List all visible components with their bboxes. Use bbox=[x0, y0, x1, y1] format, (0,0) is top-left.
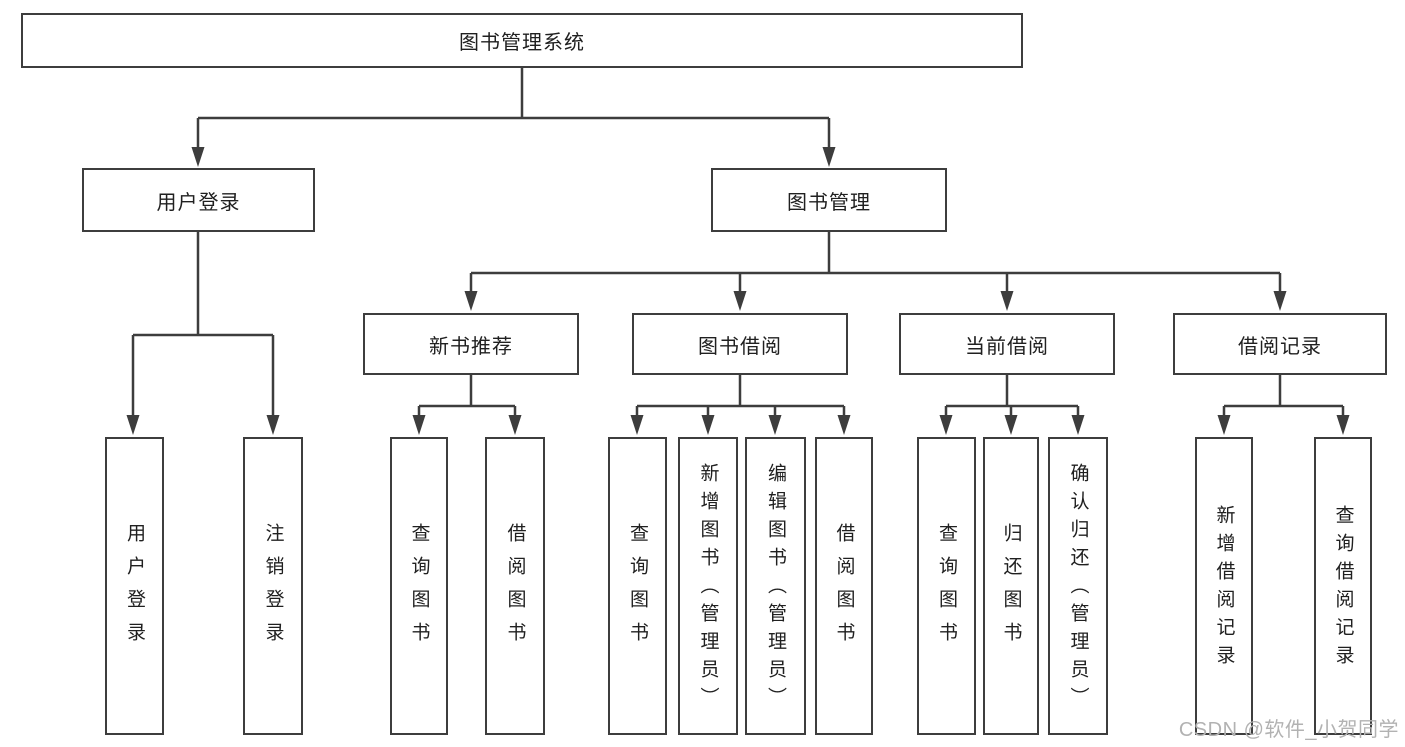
leaf-confirm-return-admin: 确认归还（管理员） bbox=[1048, 437, 1108, 735]
leaf-user-login: 用户登录 bbox=[105, 437, 164, 735]
node-user-login: 用户登录 bbox=[82, 168, 315, 232]
node-book-borrowing: 图书借阅 bbox=[632, 313, 848, 375]
node-current-borrowing: 当前借阅 bbox=[899, 313, 1115, 375]
leaf-add-books-admin: 新增图书（管理员） bbox=[678, 437, 738, 735]
leaf-query-books-recommendation: 查询图书 bbox=[390, 437, 448, 735]
leaf-logout: 注销登录 bbox=[243, 437, 303, 735]
leaf-add-borrow-record: 新增借阅记录 bbox=[1195, 437, 1253, 735]
leaf-query-books-current: 查询图书 bbox=[917, 437, 976, 735]
watermark: CSDN @软件_小贺同学 bbox=[1178, 719, 1399, 741]
leaf-borrow-books-recommendation: 借阅图书 bbox=[485, 437, 545, 735]
node-book-management: 图书管理 bbox=[711, 168, 947, 232]
leaf-query-books-borrowing: 查询图书 bbox=[608, 437, 667, 735]
node-borrowing-records: 借阅记录 bbox=[1173, 313, 1387, 375]
leaf-return-books: 归还图书 bbox=[983, 437, 1039, 735]
leaf-borrow-books-borrowing: 借阅图书 bbox=[815, 437, 873, 735]
node-book-management-system: 图书管理系统 bbox=[21, 13, 1023, 68]
connector-lines bbox=[131, 68, 1345, 417]
leaf-edit-books-admin: 编辑图书（管理员） bbox=[745, 437, 806, 735]
arrowhead-icons bbox=[126, 147, 1350, 435]
leaf-query-borrow-record: 查询借阅记录 bbox=[1314, 437, 1372, 735]
node-new-book-recommendation: 新书推荐 bbox=[363, 313, 579, 375]
